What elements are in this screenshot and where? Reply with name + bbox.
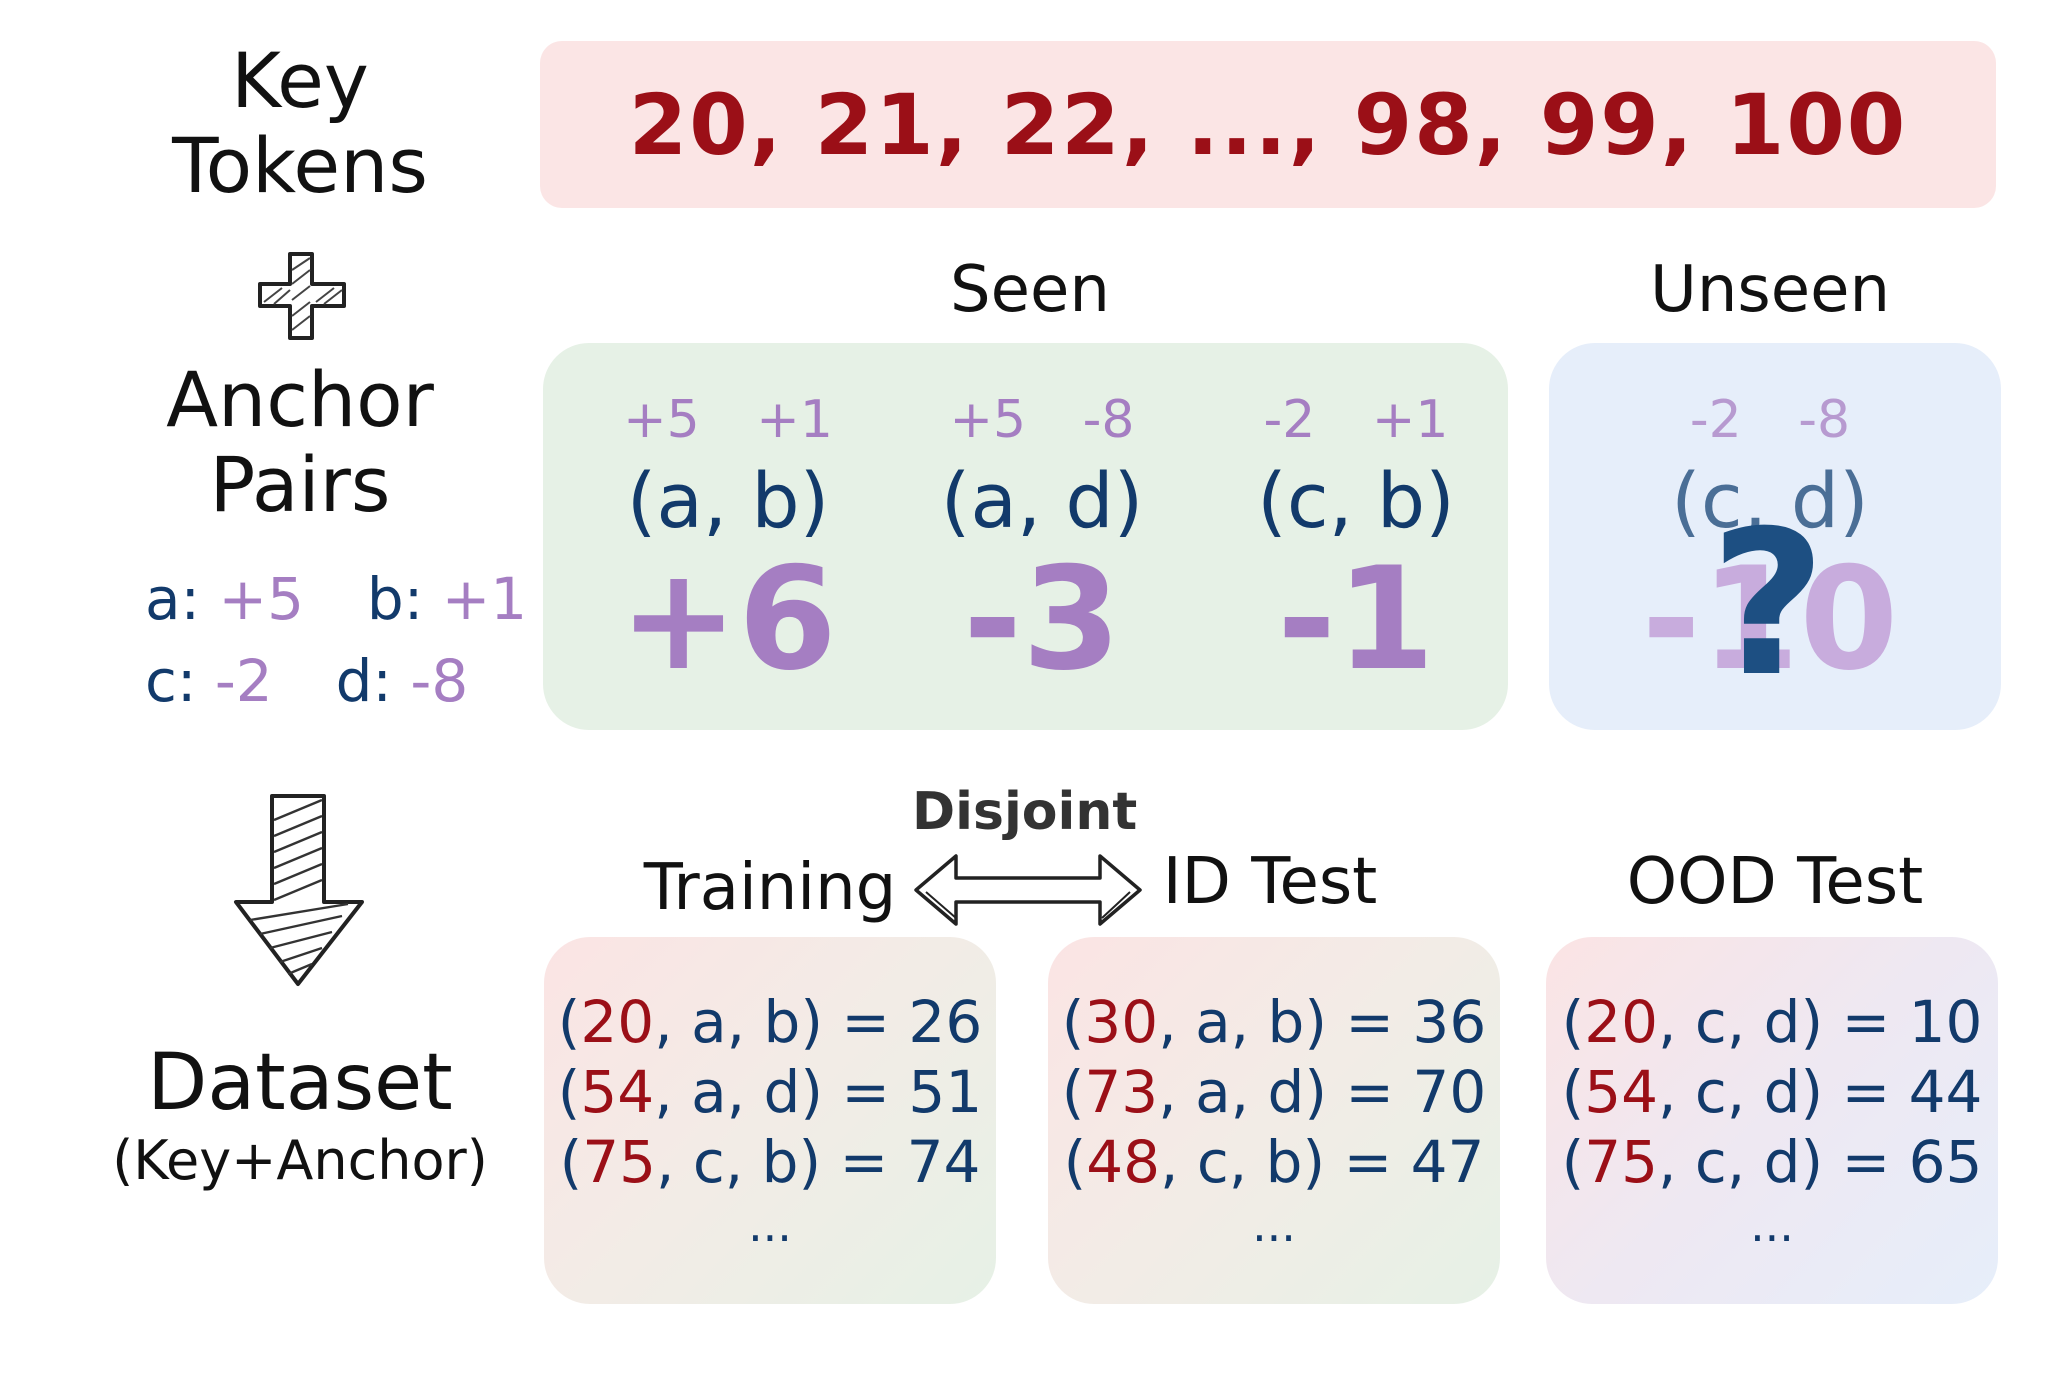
pair-sum: +6 [619, 537, 837, 702]
pair-deltas: -2 -8 [1689, 390, 1851, 450]
anchor-b-value: +1 [441, 565, 528, 633]
disjoint-label: Disjoint [912, 782, 1138, 842]
anchor-d-value: -8 [410, 647, 469, 715]
anchor-legend-row-1: a: +5 b: +1 [145, 565, 527, 633]
ood-test-row: (20, c, d) = 10 [1561, 988, 1983, 1056]
ood-test-row: (75, c, d) = 65 [1561, 1128, 1983, 1196]
key-tokens-box: 20, 21, 22, ..., 98, 99, 100 [540, 41, 1996, 208]
row-rest: , c, d) = 44 [1658, 1058, 1983, 1126]
row-key: 54 [580, 1058, 655, 1126]
seen-title: Seen [950, 253, 1110, 327]
training-title: Training [643, 851, 897, 925]
seen-pair-ab: +5 +1 (a, b) +6 [578, 390, 878, 694]
row-key: 75 [582, 1128, 657, 1196]
training-row: (20, a, b) = 26 [557, 988, 983, 1056]
seen-pair-ad: +5 -8 (a, d) -3 [892, 390, 1192, 694]
row-rest: , a, d) = 70 [1158, 1058, 1487, 1126]
plus-icon [258, 252, 346, 340]
pair-name: (a, d) [940, 456, 1144, 545]
anchor-d-name: d: [335, 647, 392, 715]
double-arrow-icon [914, 854, 1142, 926]
unseen-title: Unseen [1649, 253, 1891, 327]
row-key: 54 [1584, 1058, 1659, 1126]
anchor-c-value: -2 [214, 647, 273, 715]
row-key: 20 [580, 988, 655, 1056]
anchor-pairs-label: Anchor Pairs [130, 357, 470, 527]
anchor-pairs-label-line1: Anchor [166, 355, 434, 444]
anchor-a-value: +5 [218, 565, 305, 633]
row-rest: , c, d) = 10 [1658, 988, 1983, 1056]
row-key: 75 [1584, 1128, 1659, 1196]
row-rest: , c, b) = 74 [656, 1128, 981, 1196]
training-more: ... [748, 1198, 792, 1252]
dataset-label: Dataset (Key+Anchor) [90, 1038, 510, 1193]
ood-test-title: OOD Test [1626, 845, 1924, 919]
id-test-row: (30, a, b) = 36 [1061, 988, 1487, 1056]
row-key: 48 [1086, 1128, 1161, 1196]
anchor-a-name: a: [145, 565, 201, 633]
row-key: 73 [1084, 1058, 1159, 1126]
key-tokens-label-line1: Key [231, 36, 369, 125]
pair-sum: -10 [1641, 537, 1899, 702]
key-tokens-label-line2: Tokens [172, 121, 428, 211]
training-row: (75, c, b) = 74 [559, 1128, 981, 1196]
row-key: 30 [1084, 988, 1159, 1056]
id-test-title: ID Test [1162, 845, 1378, 919]
pair-name: (a, b) [626, 456, 830, 545]
pair-deltas: +5 -8 [949, 390, 1135, 450]
pair-name: (c, d) [1671, 456, 1869, 545]
anchor-c-name: c: [145, 647, 197, 715]
dataset-label-line1: Dataset [147, 1038, 453, 1128]
down-arrow-icon [234, 794, 364, 986]
row-rest: , c, d) = 65 [1658, 1128, 1983, 1196]
training-row: (54, a, d) = 51 [557, 1058, 983, 1126]
anchor-legend-row-2: c: -2 d: -8 [145, 647, 468, 715]
seen-pair-cb: -2 +1 (c, b) -1 [1206, 390, 1506, 694]
question-mark: ? [1710, 488, 1827, 721]
row-rest: , a, d) = 51 [654, 1058, 983, 1126]
row-rest: , a, b) = 26 [654, 988, 983, 1056]
pair-name: (c, b) [1257, 456, 1455, 545]
ood-test-box: (20, c, d) = 10 (54, c, d) = 44 (75, c, … [1546, 937, 1998, 1304]
row-rest: , a, b) = 36 [1158, 988, 1487, 1056]
ood-test-row: (54, c, d) = 44 [1561, 1058, 1983, 1126]
id-test-row: (73, a, d) = 70 [1061, 1058, 1487, 1126]
anchor-b-name: b: [366, 565, 424, 633]
pair-sum: -1 [1277, 537, 1435, 702]
dataset-label-line2: (Key+Anchor) [112, 1129, 488, 1193]
id-test-box: (30, a, b) = 36 (73, a, d) = 70 (48, c, … [1048, 937, 1500, 1304]
key-tokens-sequence: 20, 21, 22, ..., 98, 99, 100 [628, 75, 1908, 174]
id-test-more: ... [1252, 1198, 1296, 1252]
unseen-pair-cd: -2 -8 (c, d) -10 [1620, 390, 1920, 694]
row-rest: , c, b) = 47 [1160, 1128, 1485, 1196]
ood-test-more: ... [1750, 1198, 1794, 1252]
seen-panel [543, 343, 1508, 730]
key-tokens-label: Key Tokens [130, 38, 470, 208]
training-box: (20, a, b) = 26 (54, a, d) = 51 (75, c, … [544, 937, 996, 1304]
unseen-panel [1549, 343, 2001, 730]
pair-deltas: +5 +1 [623, 390, 833, 450]
pair-sum: -3 [963, 537, 1121, 702]
pair-deltas: -2 +1 [1263, 390, 1449, 450]
id-test-row: (48, c, b) = 47 [1063, 1128, 1485, 1196]
row-key: 20 [1584, 988, 1659, 1056]
anchor-pairs-label-line2: Pairs [209, 440, 391, 530]
